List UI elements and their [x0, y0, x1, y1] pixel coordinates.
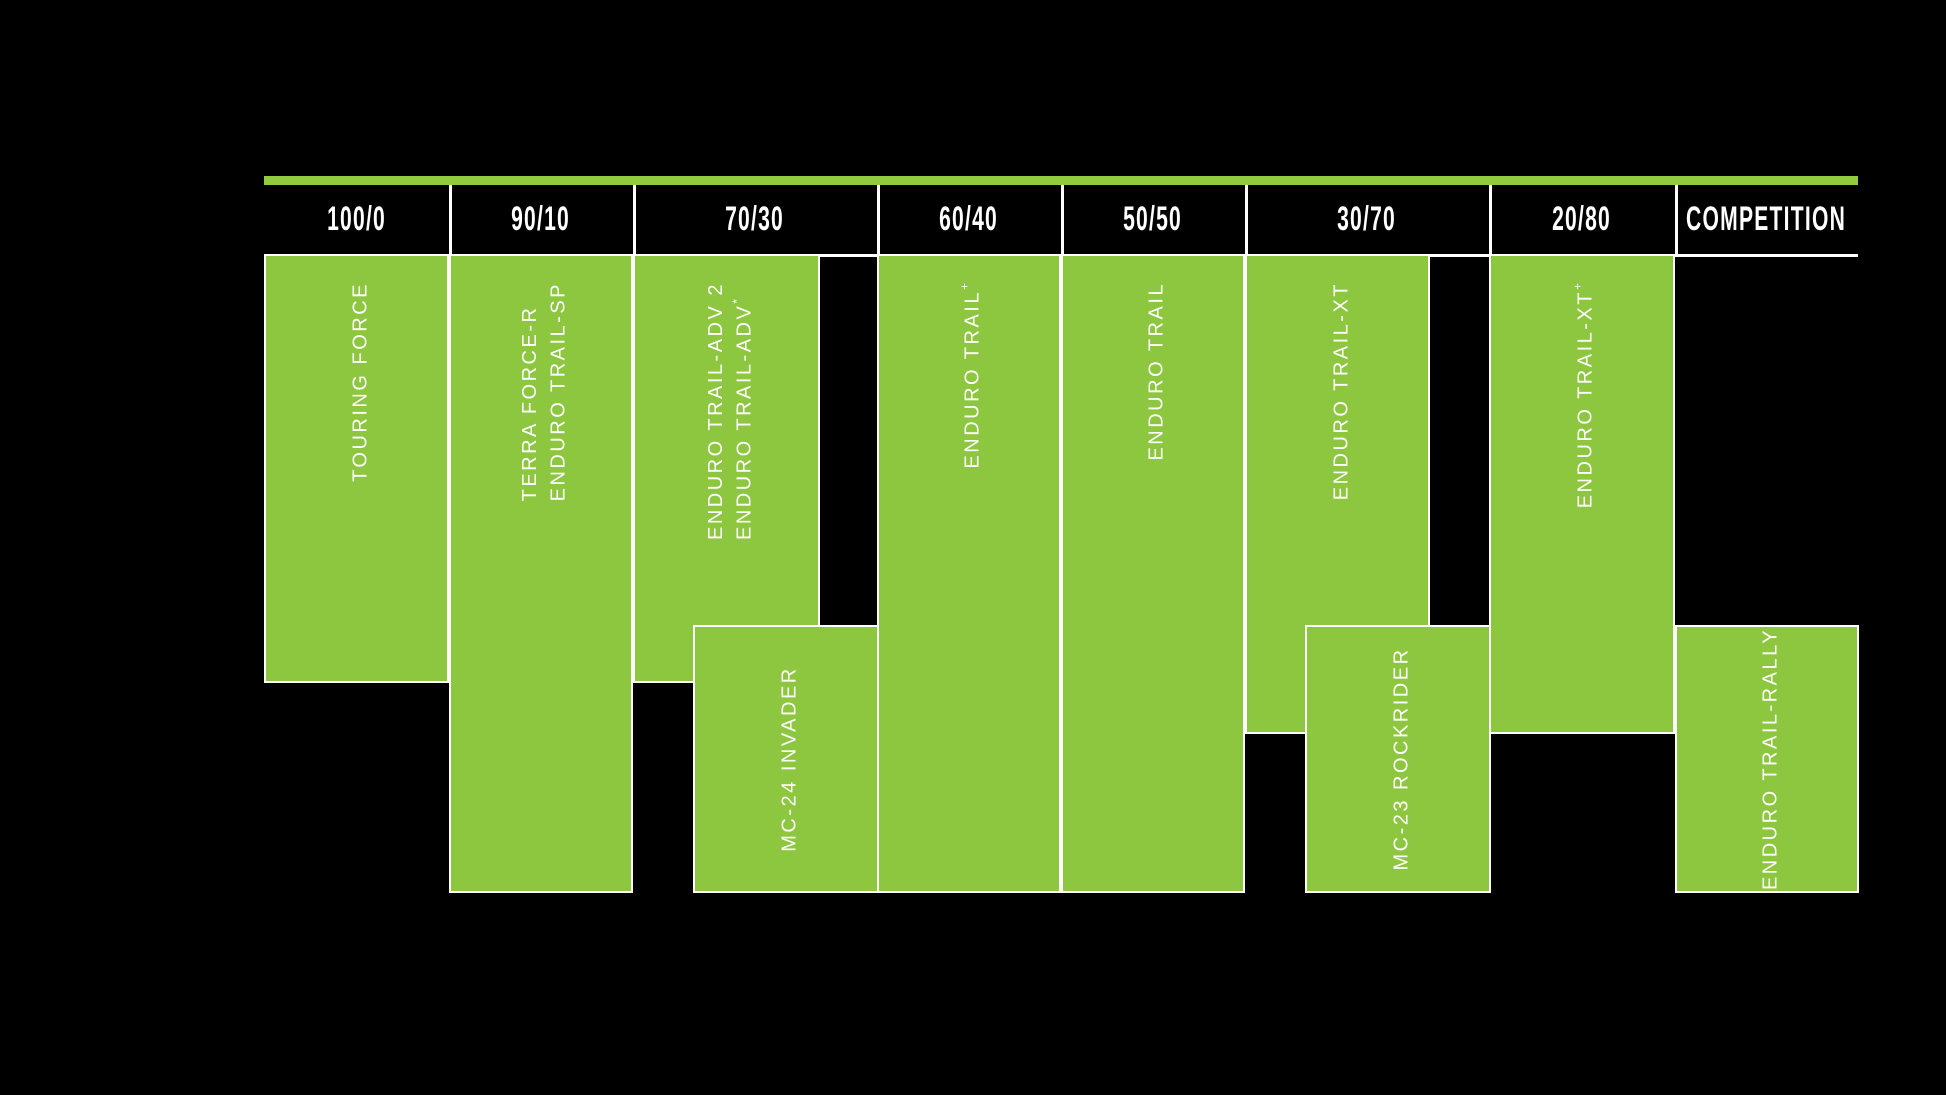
bar-label: ENDURO TRAIL-XT	[1329, 282, 1352, 501]
header-divider	[1489, 185, 1492, 254]
bar-label: ENDURO TRAIL+	[957, 282, 984, 469]
header-label: 100/0	[327, 200, 386, 238]
bar-mc-23-rockrider: MC-23 ROCKRIDER	[1305, 625, 1491, 893]
bar-touring-force: TOURING FORCE	[264, 254, 449, 683]
header-divider	[1061, 185, 1064, 254]
header-divider	[1675, 185, 1678, 254]
accent-bar	[264, 176, 1858, 185]
header-cell-90-10: 90/10	[449, 185, 633, 254]
header-cell-competition: COMPETITION	[1675, 185, 1858, 254]
bar-label: ENDURO TRAIL-XT+	[1570, 282, 1597, 509]
header-cell-30-70: 30/70	[1245, 185, 1489, 254]
bar-label: MC-23 ROCKRIDER	[1390, 647, 1413, 871]
header-label: 60/40	[939, 200, 999, 238]
bar-enduro-trail-xt-plus: ENDURO TRAIL-XT+	[1489, 254, 1675, 734]
header-label: 20/80	[1552, 200, 1612, 238]
bar-label: TOURING FORCE	[348, 282, 371, 482]
header-divider	[1245, 185, 1248, 254]
header-cell-100-0: 100/0	[264, 185, 449, 254]
header-cell-70-30: 70/30	[633, 185, 877, 254]
header-divider	[449, 185, 452, 254]
bar-terra-force-r: TERRA FORCE-R ENDURO TRAIL-SP	[449, 254, 633, 893]
bar-enduro-trail-rally: ENDURO TRAIL-RALLY	[1675, 625, 1859, 893]
header-label: COMPETITION	[1686, 200, 1847, 238]
bar-label: TERRA FORCE-R ENDURO TRAIL-SP	[519, 282, 570, 502]
bar-label: ENDURO TRAIL-ADV 2 ENDURO TRAIL-ADV*	[704, 282, 756, 541]
header-label: 50/50	[1123, 200, 1183, 238]
header-label: 90/10	[511, 200, 571, 238]
bar-enduro-trail-plus: ENDURO TRAIL+	[877, 254, 1061, 893]
bar-mc-24-invader: MC-24 INVADER	[693, 625, 879, 893]
header-cell-20-80: 20/80	[1489, 185, 1675, 254]
bar-enduro-trail-adv: ENDURO TRAIL-ADV 2 ENDURO TRAIL-ADV*	[633, 254, 820, 683]
header-divider	[877, 185, 880, 254]
header-cell-50-50: 50/50	[1061, 185, 1245, 254]
bar-enduro-trail: ENDURO TRAIL	[1061, 254, 1245, 893]
header-label: 70/30	[725, 200, 785, 238]
header-label: 30/70	[1337, 200, 1397, 238]
bar-label: ENDURO TRAIL	[1145, 282, 1168, 461]
bar-label: MC-24 INVADER	[778, 666, 801, 852]
header-divider	[633, 185, 636, 254]
bar-label: ENDURO TRAIL-RALLY	[1759, 627, 1782, 891]
header-cell-60-40: 60/40	[877, 185, 1061, 254]
